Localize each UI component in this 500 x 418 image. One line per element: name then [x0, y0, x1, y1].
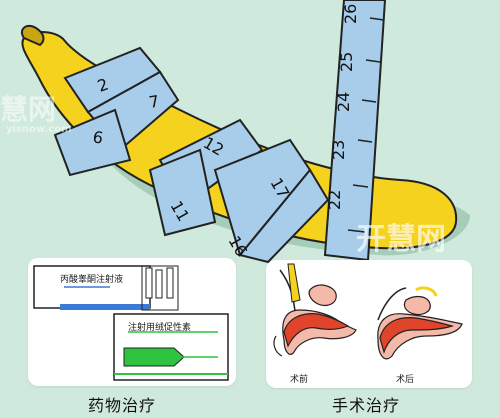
- tape-label-7: 7: [147, 91, 160, 111]
- surgery-caption: 手术治疗: [332, 396, 401, 415]
- tape-label-25: 25: [337, 52, 356, 72]
- tape-label-24: 24: [334, 92, 353, 112]
- tape-label-6: 6: [91, 127, 104, 147]
- surgery-illustration: [273, 263, 463, 360]
- drug-panel: 丙酸睾酮注射液 注射用绒促性素: [28, 258, 236, 386]
- drug-label-2: 注射用绒促性素: [128, 323, 192, 333]
- tape-label-23: 23: [329, 140, 348, 160]
- drug-therapy-caption: 药物治疗: [88, 396, 157, 415]
- tape-label-26: 26: [341, 4, 360, 24]
- watermark-right: 开慧网: [356, 222, 446, 257]
- watermark-left-url: yisnow.com: [6, 124, 72, 135]
- tape-ticks: [347, 17, 385, 233]
- surgery-before-label: 术前: [290, 375, 309, 385]
- watermark-left: 慧网: [0, 93, 57, 126]
- surgery-panel: 术前 术后: [266, 260, 472, 388]
- tape-wraps: [53, 46, 330, 264]
- drug-label-1: 丙酸睾酮注射液: [60, 275, 124, 285]
- banana-tip: [20, 24, 45, 47]
- surgery-after-label: 术后: [396, 375, 415, 385]
- drug-illustration: [33, 265, 229, 381]
- tape-label-22: 22: [325, 190, 344, 210]
